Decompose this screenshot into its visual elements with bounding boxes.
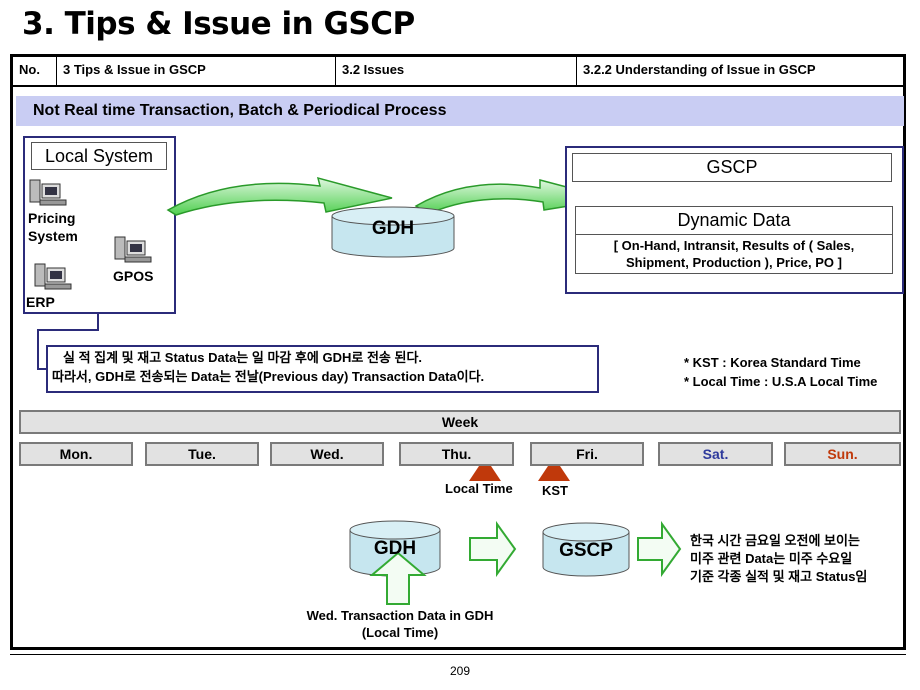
dynamic-data-line2: Shipment, Production ), Price, PO ] [626,255,842,270]
note-line2: 따라서, GDH로 전송되는 Data는 전날(Previous day) Tr… [52,369,485,384]
korean-note-line3: 기준 각종 실적 및 재고 Status임 [690,569,868,584]
erp-label: ERP [26,294,55,310]
gscp-title: GSCP [572,153,892,182]
day-thu: Thu. [399,442,514,466]
right-arrow-2 [637,520,682,578]
computer-icon [34,263,72,290]
curved-arrow-to-gdh [166,176,393,216]
gdh-label: GDH [371,218,415,239]
day-sun: Sun. [784,442,901,466]
legend-kst: * KST : Korea Standard Time [684,355,861,370]
wed-transaction-line1: Wed. Transaction Data in GDH [306,608,494,623]
day-sat: Sat. [658,442,773,466]
wed-transaction-line2: (Local Time) [361,625,439,640]
day-tue: Tue. [145,442,259,466]
flow-gscp-label: GSCP [559,540,613,561]
local-system-title: Local System [31,142,167,170]
flow-gdh-label: GDH [373,538,417,559]
dynamic-data-line1: [ On-Hand, Intransit, Results of ( Sales… [613,238,855,253]
header-topic: 3.2.2 Understanding of Issue in GSCP [583,62,816,77]
computer-icon [114,236,152,263]
gscp-box [565,146,904,294]
day-wed: Wed. [270,442,384,466]
header-subsection: 3.2 Issues [336,57,577,85]
header-divider [13,85,903,87]
week-bar: Week [19,410,901,434]
gpos-label: GPOS [113,268,154,284]
banner: Not Real time Transaction, Batch & Perio… [16,96,904,126]
gdh-cylinder-bottom [349,520,441,577]
local-time-label: Local Time [445,481,513,496]
slide-frame [10,54,906,650]
header-no: No. [13,57,57,85]
day-fri: Fri. [530,442,644,466]
header-section: 3 Tips & Issue in GSCP [57,57,336,85]
gdh-cylinder [331,206,455,258]
dynamic-data-box [575,206,893,274]
korean-note-line1: 한국 시간 금요일 오전에 보이는 [690,533,860,548]
kst-label: KST [542,483,568,498]
page-number: 209 [449,664,471,678]
right-arrow-1 [469,520,517,578]
note-line1: 실 적 집계 및 재고 Status Data는 일 마감 후에 GDH로 전송… [63,350,423,365]
gscp-cylinder [542,522,630,577]
legend-local-time: * Local Time : U.S.A Local Time [684,374,878,389]
note-box [46,345,599,393]
local-time-marker [469,457,501,481]
korean-note-line2: 미주 관련 Data는 미주 수요일 [690,551,853,566]
kst-marker [538,457,570,481]
page-title: 3. Tips & Issue in GSCP [22,6,415,42]
up-arrow [369,551,427,605]
footer-divider [10,654,906,655]
dynamic-data-title: Dynamic Data [575,207,893,235]
pricing-label: Pricing [28,210,76,226]
computer-icon [29,179,67,206]
connector-line [37,314,99,370]
day-mon: Mon. [19,442,133,466]
system-label: System [28,228,78,244]
